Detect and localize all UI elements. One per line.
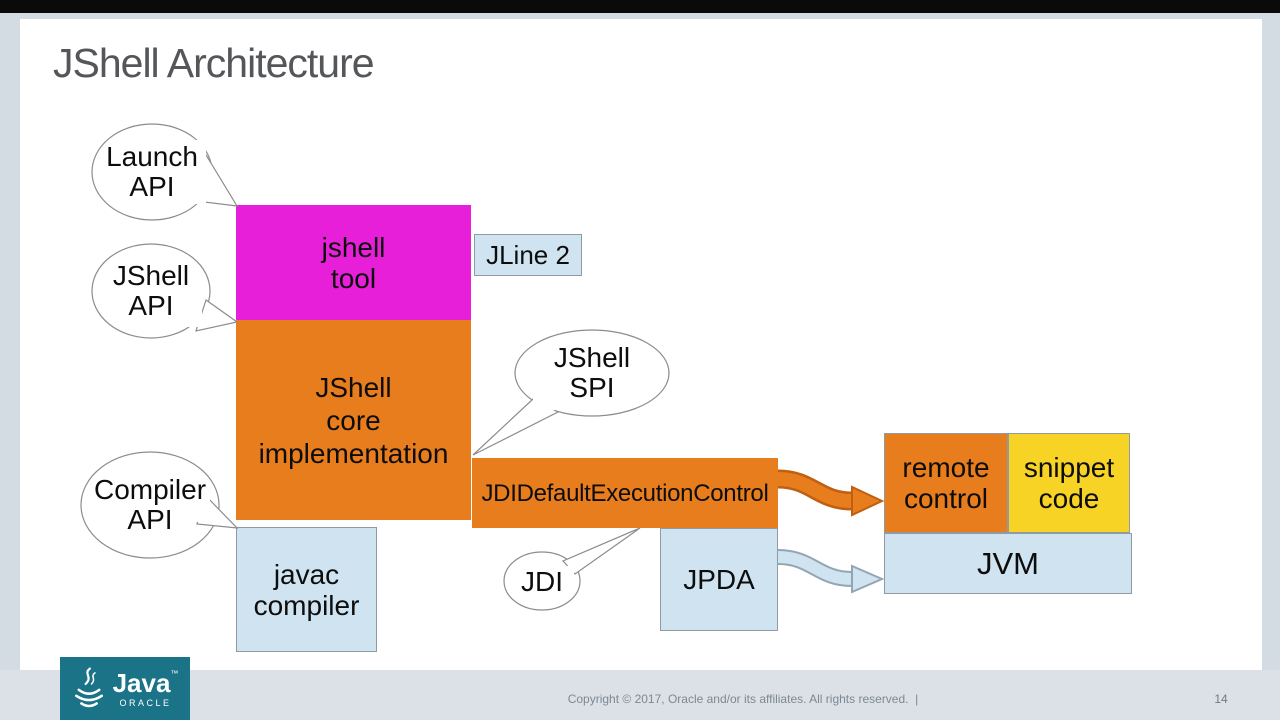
slide-title: JShell Architecture bbox=[53, 40, 375, 86]
box-jshell-tool: jshell tool bbox=[236, 205, 471, 320]
box-jvm: JVM bbox=[884, 533, 1132, 594]
bubble-jdi-label: JDI bbox=[521, 566, 563, 597]
java-wordmark: Java bbox=[112, 667, 171, 698]
bubble-jshell-api-label: JShell API bbox=[112, 260, 190, 321]
box-jline2: JLine 2 bbox=[474, 234, 582, 276]
trademark-symbol: ™ bbox=[170, 668, 179, 678]
box-jdi-default-execution-control: JDIDefaultExecutionControl bbox=[472, 458, 778, 528]
bubble-launch-api-label: Launch API bbox=[106, 141, 198, 202]
bubble-compiler-api-label: Compiler API bbox=[93, 474, 207, 535]
footer-copyright: Copyright © 2017, Oracle and/or its affi… bbox=[567, 692, 919, 706]
page-number: 14 bbox=[1214, 692, 1228, 706]
box-jshell-core-label: JShell core implementation bbox=[258, 371, 449, 469]
letterbox-top-bar bbox=[0, 0, 1280, 13]
java-cup-icon bbox=[74, 666, 103, 707]
bubble-jshell-spi-label: JShell SPI bbox=[553, 342, 631, 403]
box-jshell-core-implementation: JShell core implementation bbox=[236, 320, 471, 520]
box-javac-compiler-label: javac compiler bbox=[253, 558, 360, 621]
box-jshell-tool-label: jshell tool bbox=[321, 231, 386, 294]
oracle-wordmark: ORACLE bbox=[119, 697, 172, 708]
box-jdi-default-execution-control-label: JDIDefaultExecutionControl bbox=[481, 479, 769, 507]
box-javac-compiler: javac compiler bbox=[236, 527, 377, 652]
box-remote-control-label: remote control bbox=[902, 452, 990, 514]
box-snippet-code-label: snippet code bbox=[1023, 452, 1115, 514]
box-snippet-code: snippet code bbox=[1008, 433, 1130, 533]
java-oracle-logo: Java™ ORACLE bbox=[60, 657, 190, 720]
footer-bar bbox=[0, 670, 1280, 720]
box-jpda: JPDA bbox=[660, 528, 778, 631]
box-jpda-label: JPDA bbox=[683, 564, 755, 595]
box-jvm-label: JVM bbox=[977, 546, 1039, 581]
box-jline2-label: JLine 2 bbox=[486, 239, 570, 270]
box-remote-control: remote control bbox=[884, 433, 1008, 533]
